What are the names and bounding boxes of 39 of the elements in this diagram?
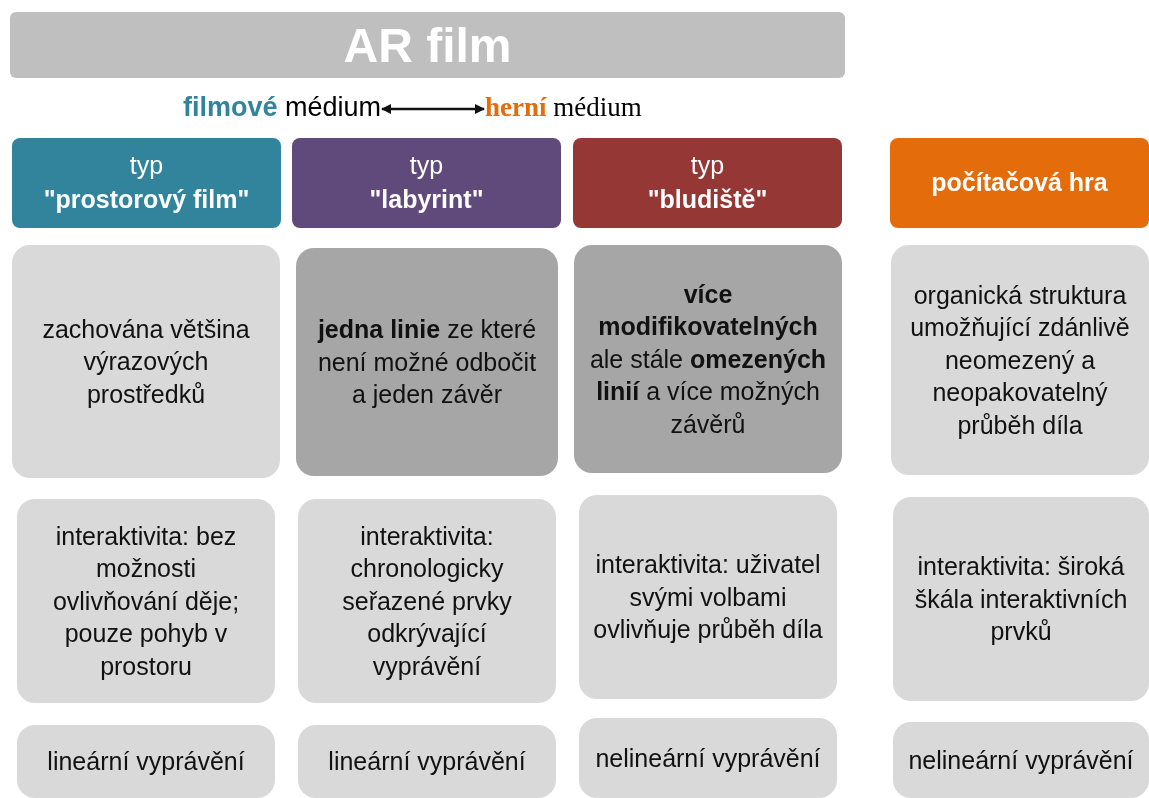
- category-header: [12, 138, 281, 228]
- category-header: [573, 138, 842, 228]
- medium-label: filmové médium: [183, 90, 382, 124]
- rounded-card: [574, 245, 842, 473]
- header-title: "labyrint": [369, 184, 484, 215]
- card-text: interaktivita: široká škála interaktivních prvků: [913, 551, 1129, 648]
- card-text: organická struktura umožňující zdánlivě neomezený a neopakovatelný průběh díla: [909, 279, 1131, 441]
- category-header: [292, 138, 561, 228]
- card-text: interaktivita: uživatel svými volbami ovlivňuje průběh díla: [593, 549, 823, 646]
- rounded-card: [891, 245, 1149, 475]
- rounded-card: [298, 725, 556, 798]
- rounded-card: [579, 495, 837, 699]
- header-prefix: typ: [690, 150, 725, 182]
- medium-label: herní médium: [485, 90, 642, 124]
- category-header: [890, 138, 1149, 228]
- card-text: zachována většina výrazových prostředků: [41, 313, 251, 410]
- title-banner: AR film: [10, 12, 845, 78]
- rounded-card: [579, 718, 837, 798]
- card-text: interaktivita: chronologicky seřazené prvky odkrývající vyprávění: [341, 520, 513, 682]
- card-text: více modifikovatelných ale stále omezených linií a více možných závěrů: [588, 278, 828, 440]
- card-text: nelineární vyprávění: [908, 744, 1134, 776]
- rounded-card: [298, 499, 556, 703]
- rounded-card: [296, 248, 558, 476]
- rounded-card: [12, 245, 280, 478]
- card-text: lineární vyprávění: [47, 746, 245, 778]
- rounded-card: [893, 722, 1149, 798]
- header-title: "bludiště": [647, 184, 768, 215]
- card-text: interaktivita: bez možnosti ovlivňování děje; pouze pohyb v prostoru: [51, 520, 241, 682]
- header-title: počítačová hra: [931, 167, 1108, 199]
- rounded-card: [17, 499, 275, 703]
- card-text: jedna linie ze které není možné odbočit a jeden závěr: [316, 314, 538, 411]
- card-text: lineární vyprávění: [328, 746, 526, 778]
- header-title: "prostorový film": [43, 184, 250, 215]
- rounded-card: [893, 497, 1149, 701]
- double-arrow: [381, 104, 485, 114]
- header-prefix: typ: [129, 150, 164, 182]
- rounded-card: [17, 725, 275, 798]
- header-prefix: typ: [409, 150, 444, 182]
- card-text: nelineární vyprávění: [595, 742, 821, 774]
